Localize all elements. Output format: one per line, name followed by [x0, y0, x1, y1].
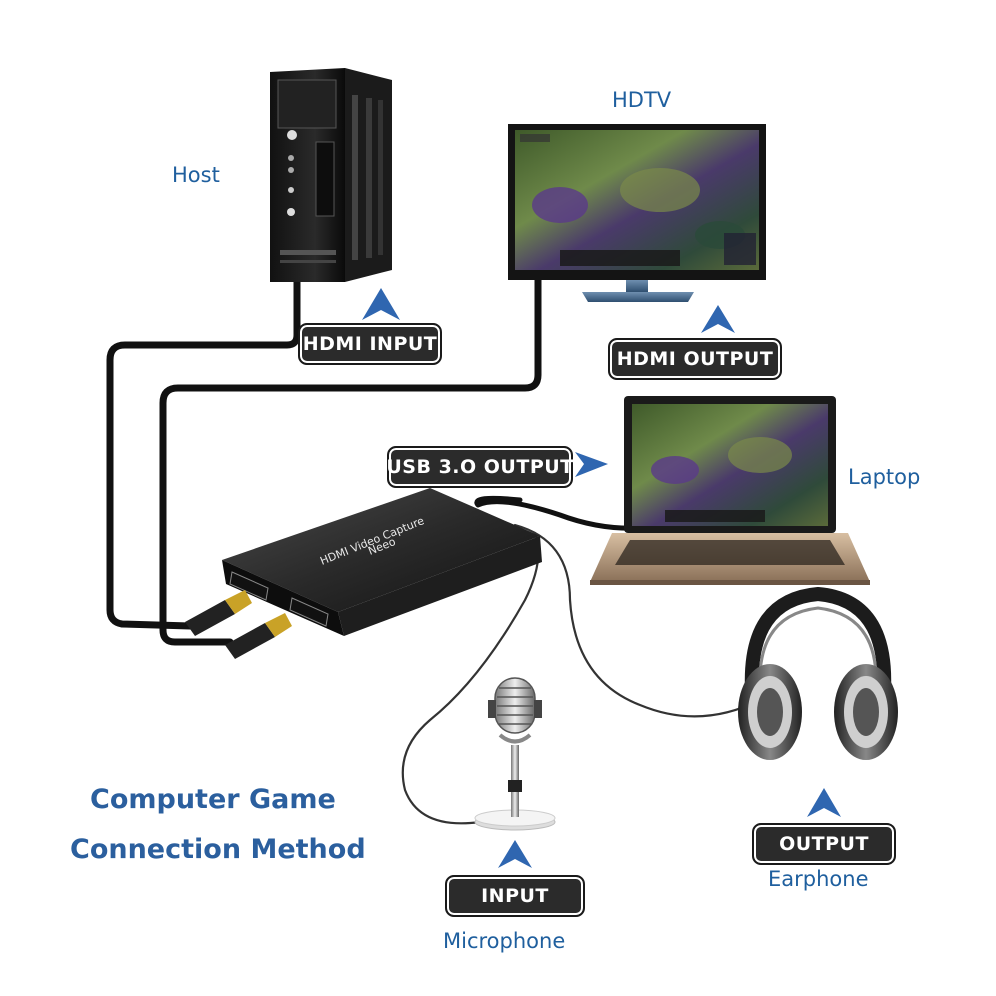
usb-output-badge: USB 3.O OUTPUT: [386, 446, 573, 488]
microphone-label: Microphone: [443, 929, 566, 953]
desktop-tower-icon: [270, 68, 392, 282]
capture-card-icon: HDMI Video Capture Neeo: [222, 488, 542, 636]
arrow-up-icon: [807, 788, 841, 817]
hdmi-output-cable: [159, 274, 542, 646]
earphone-label: Earphone: [768, 867, 869, 891]
hdmi-output-badge: HDMI OUTPUT: [608, 338, 782, 380]
arrow-up-icon: [701, 305, 735, 333]
arrows: [362, 288, 841, 868]
usb-cable: [474, 495, 643, 531]
output-badge: OUTPUT: [752, 823, 896, 865]
arrow-right-icon: [575, 452, 608, 477]
host-label: Host: [172, 163, 220, 187]
microphone-cable: [401, 531, 540, 825]
arrow-up-icon: [362, 288, 400, 320]
laptop-label: Laptop: [848, 465, 921, 489]
microphone-icon: [474, 677, 556, 831]
input-badge: INPUT: [445, 875, 585, 917]
hdmi-input-cable: [106, 278, 301, 630]
hdmi-input-badge: HDMI INPUT: [298, 323, 442, 365]
cables: [106, 274, 762, 825]
diagram-title-line2: Connection Method: [70, 834, 366, 865]
earphone-cable: [513, 523, 762, 718]
hdmi-plugs: [185, 590, 292, 659]
diagram-title-line1: Computer Game: [90, 784, 336, 815]
monitor-icon: [508, 124, 766, 302]
headphones-icon: [738, 586, 898, 760]
arrow-up-icon: [498, 840, 532, 868]
laptop-icon: [590, 396, 870, 585]
hdtv-label: HDTV: [612, 88, 672, 112]
